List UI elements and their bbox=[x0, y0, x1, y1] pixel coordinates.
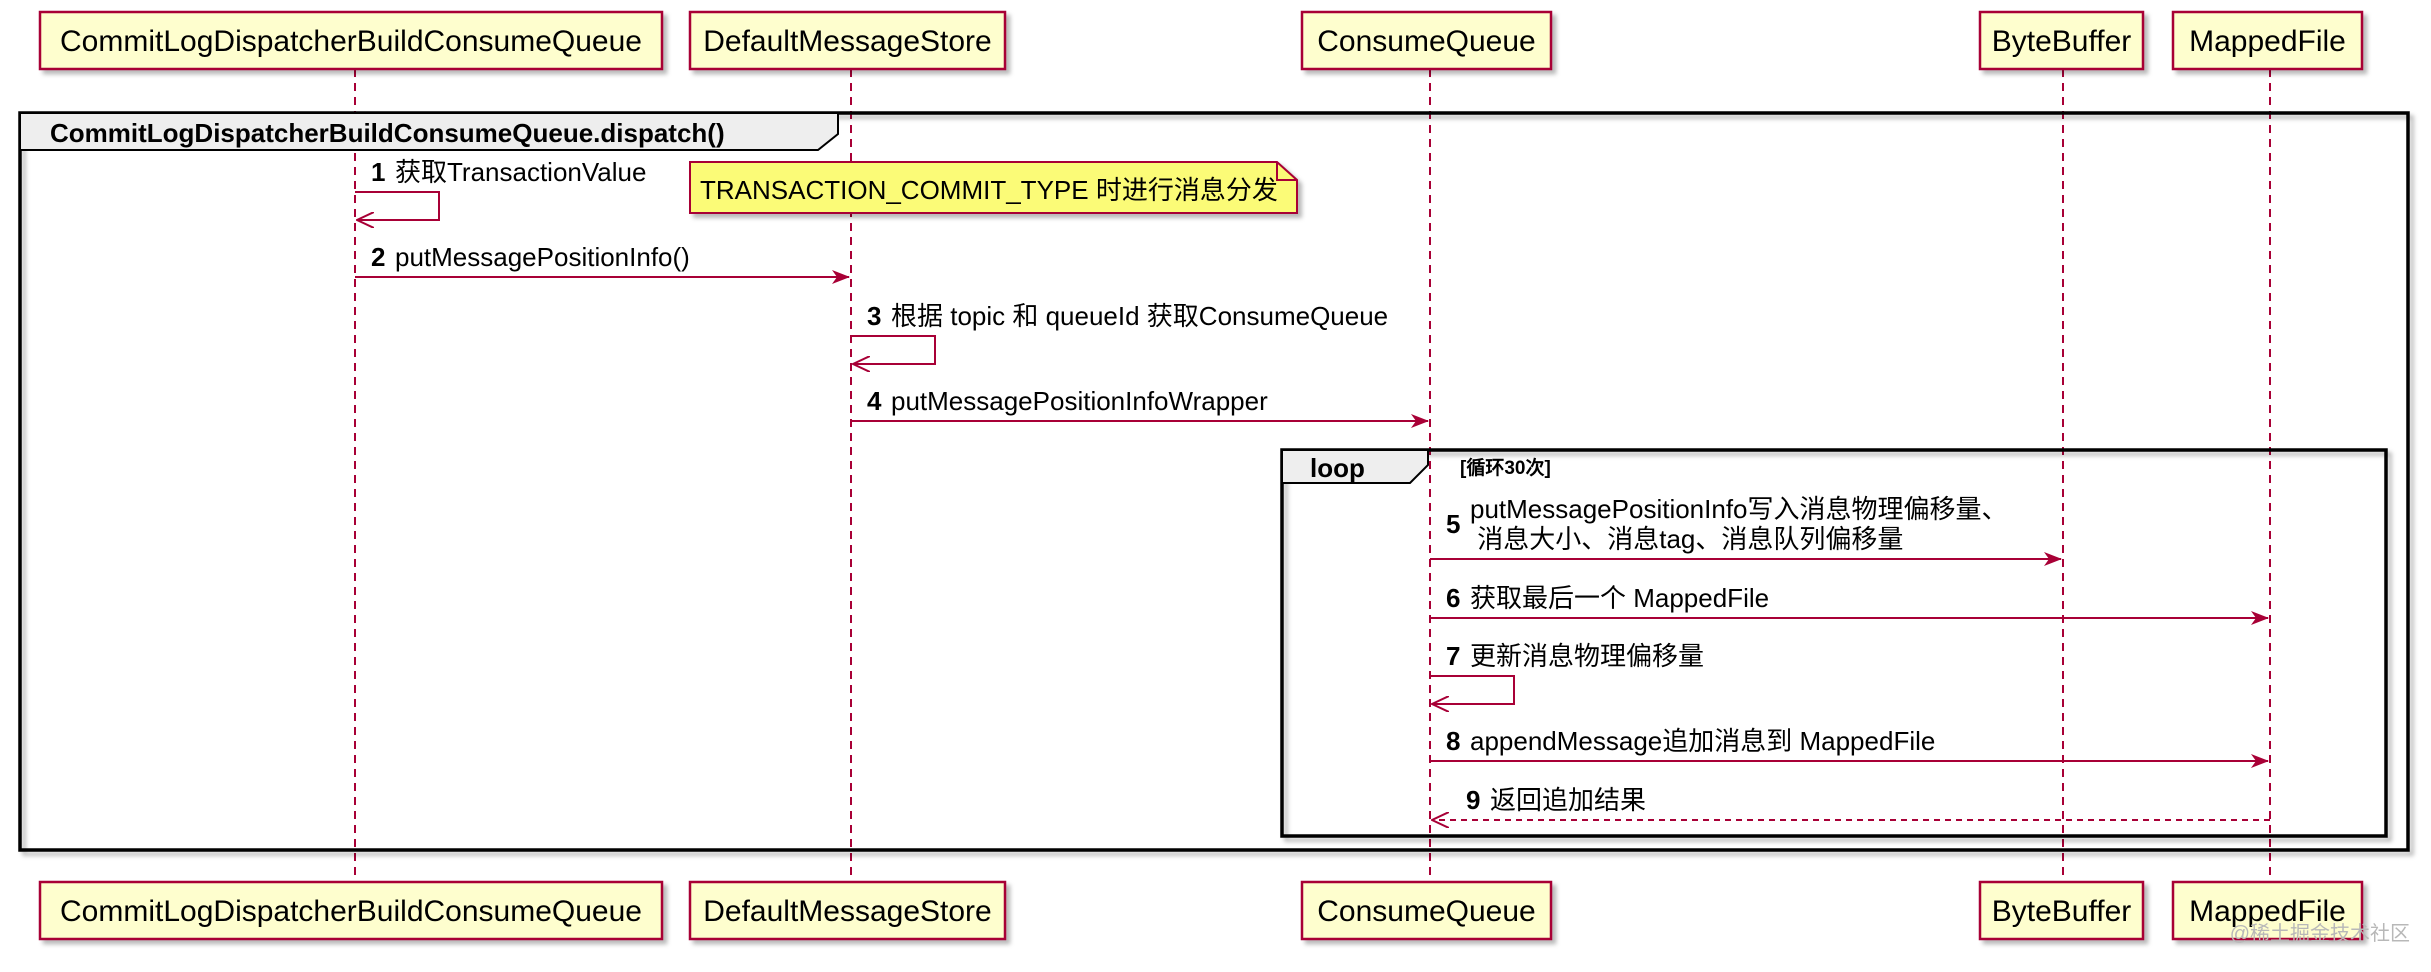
participant-cq-bottom: ConsumeQueue bbox=[1300, 880, 1553, 941]
message-label: putMessagePositionInfo() bbox=[395, 242, 690, 272]
message-number: 7 bbox=[1446, 641, 1460, 671]
message-label: appendMessage追加消息到 MappedFile bbox=[1470, 726, 1935, 756]
participant-label: ConsumeQueue bbox=[1317, 895, 1535, 928]
participant-label: CommitLogDispatcherBuildConsumeQueue bbox=[60, 25, 642, 58]
message-arrow bbox=[851, 335, 936, 364]
participants: CommitLogDispatcherBuildConsumeQueueComm… bbox=[38, 10, 2364, 941]
message-number: 1 bbox=[371, 157, 385, 187]
outer-frame-title: CommitLogDispatcherBuildConsumeQueue.dis… bbox=[50, 118, 725, 148]
outer-frame: CommitLogDispatcherBuildConsumeQueue.dis… bbox=[18, 111, 2410, 852]
messages: 1 获取TransactionValue 2 putMessagePositionIn… bbox=[355, 157, 2270, 820]
participant-bb-top: ByteBuffer bbox=[1978, 10, 2145, 71]
participant-box bbox=[2171, 10, 2364, 71]
message-label: 消息大小、消息tag、消息队列偏移量 bbox=[1470, 524, 1903, 554]
participant-label: DefaultMessageStore bbox=[703, 25, 992, 58]
participant-box bbox=[688, 880, 1007, 941]
message-number: 6 bbox=[1446, 583, 1460, 613]
participant-cq-top: ConsumeQueue bbox=[1300, 10, 1553, 71]
message-7: 7 更新消息物理偏移量 bbox=[1430, 641, 1704, 704]
participant-box bbox=[38, 10, 664, 71]
message-label: putMessagePositionInfoWrapper bbox=[891, 386, 1268, 416]
lifelines bbox=[354, 69, 2271, 882]
participant-label: MappedFile bbox=[2189, 895, 2346, 928]
loop-guard: [循环30次] bbox=[1460, 456, 1551, 479]
participant-box bbox=[1300, 880, 1553, 941]
participant-box bbox=[1300, 10, 1553, 71]
message-label: 返回追加结果 bbox=[1490, 785, 1646, 815]
participant-box bbox=[38, 880, 664, 941]
participant-label: ByteBuffer bbox=[1992, 895, 2132, 928]
message-number: 2 bbox=[371, 242, 385, 272]
note: TRANSACTION_COMMIT_TYPE 时进行消息分发 bbox=[689, 161, 1298, 214]
participant-store-bottom: DefaultMessageStore bbox=[688, 880, 1007, 941]
participant-dispatcher-top: CommitLogDispatcherBuildConsumeQueue bbox=[38, 10, 664, 71]
participant-dispatcher-bottom: CommitLogDispatcherBuildConsumeQueue bbox=[38, 880, 664, 941]
message-number: 9 bbox=[1466, 785, 1480, 815]
message-8: 8 appendMessage追加消息到 MappedFile bbox=[1430, 726, 2269, 768]
message-number: 4 bbox=[867, 386, 882, 416]
participant-label: ConsumeQueue bbox=[1317, 25, 1535, 58]
participant-box bbox=[2171, 880, 2364, 941]
loop-frame-title: loop bbox=[1310, 453, 1365, 483]
message-5: 5 putMessagePositionInfo写入消息物理偏移量、 消息大小、消… bbox=[1430, 494, 2062, 566]
message-label: 根据 topic 和 queueId 获取ConsumeQueue bbox=[891, 301, 1388, 331]
watermark: @稀土掘金技术社区 bbox=[2230, 922, 2410, 945]
participant-label: MappedFile bbox=[2189, 25, 2346, 58]
message-label: 获取最后一个 MappedFile bbox=[1470, 583, 1769, 613]
message-2: 2 putMessagePositionInfo() bbox=[355, 242, 850, 284]
participant-box bbox=[1978, 880, 2145, 941]
message-number: 8 bbox=[1446, 726, 1460, 756]
message-9: 9 返回追加结果 bbox=[1432, 785, 2270, 820]
participant-mf-bottom: MappedFile bbox=[2171, 880, 2364, 941]
message-label: 更新消息物理偏移量 bbox=[1470, 641, 1704, 671]
message-3: 3 根据 topic 和 queueId 获取ConsumeQueue bbox=[851, 301, 1388, 364]
note-text: TRANSACTION_COMMIT_TYPE 时进行消息分发 bbox=[700, 175, 1278, 205]
participant-mf-top: MappedFile bbox=[2171, 10, 2364, 71]
participant-store-top: DefaultMessageStore bbox=[688, 10, 1007, 71]
message-label: 获取TransactionValue bbox=[395, 157, 646, 187]
message-arrow bbox=[355, 191, 440, 220]
participant-bb-bottom: ByteBuffer bbox=[1978, 880, 2145, 941]
participant-label: ByteBuffer bbox=[1992, 25, 2132, 58]
message-label: putMessagePositionInfo写入消息物理偏移量、 bbox=[1470, 494, 2008, 524]
message-arrow bbox=[1430, 675, 1515, 704]
participant-box bbox=[1978, 10, 2145, 71]
message-number: 3 bbox=[867, 301, 881, 331]
message-1: 1 获取TransactionValue bbox=[355, 157, 646, 220]
message-6: 6 获取最后一个 MappedFile bbox=[1430, 583, 2269, 625]
message-number: 5 bbox=[1446, 509, 1460, 539]
participant-box bbox=[688, 10, 1007, 71]
message-4: 4 putMessagePositionInfoWrapper bbox=[851, 386, 1429, 428]
participant-label: CommitLogDispatcherBuildConsumeQueue bbox=[60, 895, 642, 928]
loop-frame: loop [循环30次] bbox=[1280, 448, 2388, 838]
participant-label: DefaultMessageStore bbox=[703, 895, 992, 928]
